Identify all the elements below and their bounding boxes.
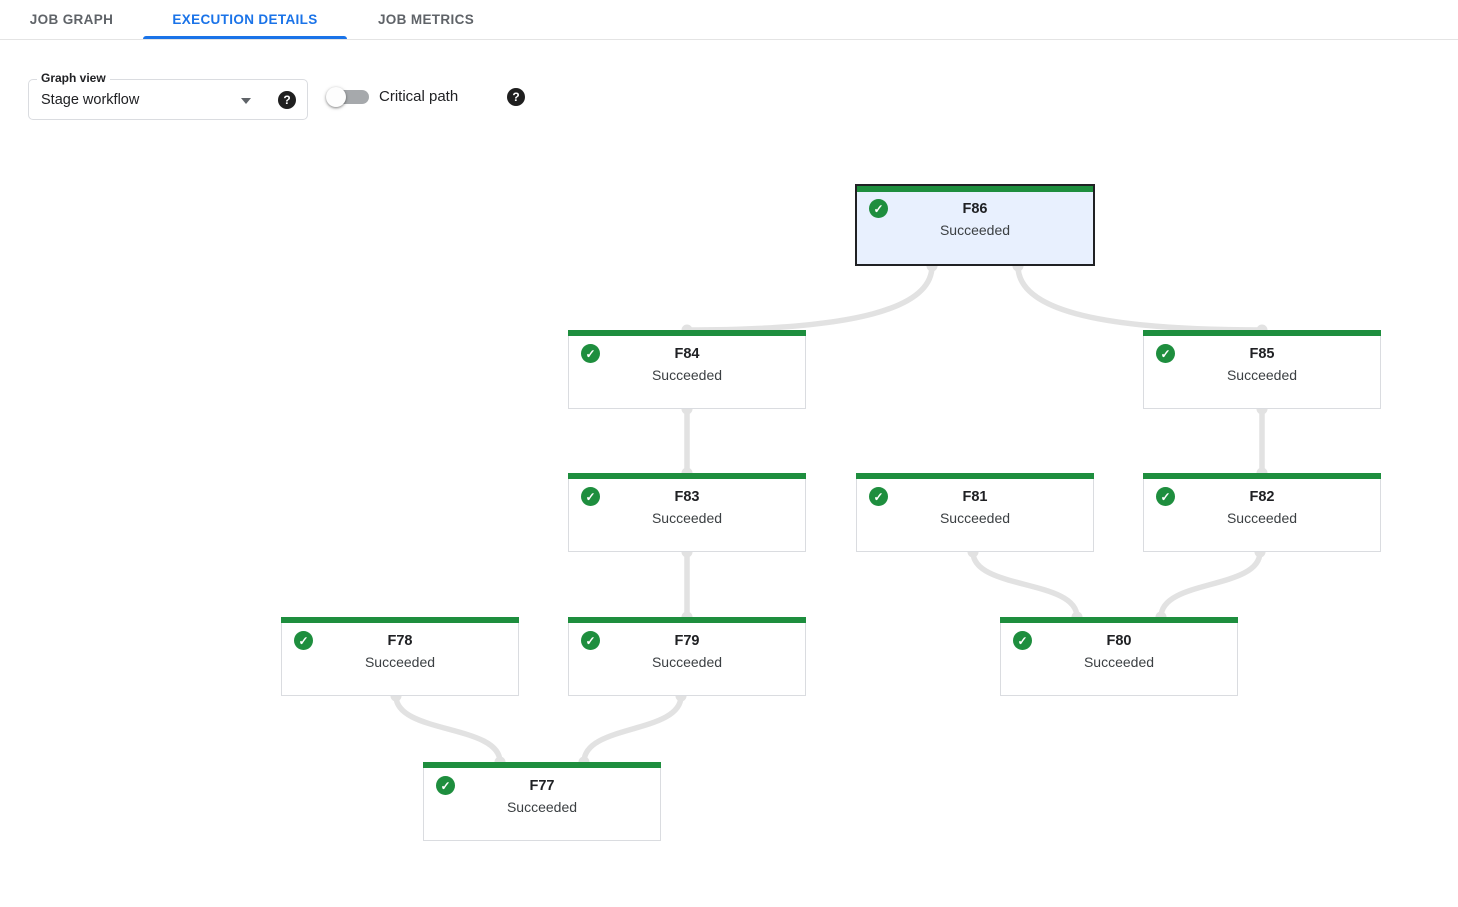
check-circle-icon: ✓ xyxy=(1013,631,1032,650)
graph-toolbar: Graph view Stage workflow ? Critical pat… xyxy=(0,40,1458,120)
node-status-bar xyxy=(1143,473,1381,479)
node-title: F84 xyxy=(674,346,700,362)
graph-view-value: Stage workflow xyxy=(41,91,140,108)
node-title: F85 xyxy=(1249,346,1275,362)
edge-f79-f77 xyxy=(581,693,684,765)
graph-view-select[interactable]: Graph view Stage workflow ? xyxy=(28,71,308,120)
node-status-bar xyxy=(568,617,806,623)
check-circle-icon: ✓ xyxy=(581,344,600,363)
check-circle-icon: ✓ xyxy=(1156,487,1175,506)
node-title: F80 xyxy=(1106,633,1132,649)
node-status: Succeeded xyxy=(506,799,578,815)
node-status-bar xyxy=(857,186,1093,192)
critical-path-help-icon[interactable]: ? xyxy=(507,88,525,106)
edge-f78-f77 xyxy=(393,693,503,765)
check-circle-icon: ✓ xyxy=(869,487,888,506)
node-title: F83 xyxy=(674,489,700,505)
node-title: F77 xyxy=(529,778,555,794)
node-status-bar xyxy=(281,617,519,623)
node-status: Succeeded xyxy=(651,510,723,526)
node-title: F78 xyxy=(387,633,413,649)
toggle-knob xyxy=(326,87,346,107)
node-title: F81 xyxy=(962,489,988,505)
critical-path-label: Critical path xyxy=(379,88,459,105)
node-status: Succeeded xyxy=(939,222,1011,238)
check-circle-icon: ✓ xyxy=(294,631,313,650)
node-status-bar xyxy=(423,762,661,768)
node-title: F82 xyxy=(1249,489,1275,505)
node-status-bar xyxy=(856,473,1094,479)
graph-view-help-icon[interactable]: ? xyxy=(278,90,296,109)
tab-job-graph[interactable]: JOB GRAPH xyxy=(29,12,114,27)
check-circle-icon: ✓ xyxy=(1156,344,1175,363)
node-status-bar xyxy=(1000,617,1238,623)
node-status: Succeeded xyxy=(364,654,436,670)
edge-f86-f85 xyxy=(1015,263,1265,333)
node-status-bar xyxy=(568,473,806,479)
edge-f81-f80 xyxy=(970,549,1080,620)
edge-f86-f84 xyxy=(684,263,935,333)
check-circle-icon: ✓ xyxy=(581,487,600,506)
check-circle-icon: ✓ xyxy=(581,631,600,650)
check-circle-icon: ✓ xyxy=(436,776,455,795)
check-circle-icon: ✓ xyxy=(869,199,888,218)
job-detail-tabbar: JOB GRAPH EXECUTION DETAILS JOB METRICS xyxy=(0,0,1458,40)
node-title: F79 xyxy=(674,633,700,649)
graph-view-label: Graph view xyxy=(37,71,110,85)
critical-path-toggle[interactable] xyxy=(326,87,369,107)
node-status: Succeeded xyxy=(1226,510,1298,526)
node-status: Succeeded xyxy=(1083,654,1155,670)
node-title: F86 xyxy=(962,201,988,217)
tab-job-metrics[interactable]: JOB METRICS xyxy=(377,12,475,27)
chevron-down-icon xyxy=(241,97,251,104)
edge-f82-f80 xyxy=(1158,549,1263,620)
node-status-bar xyxy=(568,330,806,336)
node-status: Succeeded xyxy=(939,510,1011,526)
node-status: Succeeded xyxy=(651,654,723,670)
node-status: Succeeded xyxy=(651,367,723,383)
node-status-bar xyxy=(1143,330,1381,336)
node-status: Succeeded xyxy=(1226,367,1298,383)
tab-execution-details[interactable]: EXECUTION DETAILS xyxy=(143,0,347,39)
